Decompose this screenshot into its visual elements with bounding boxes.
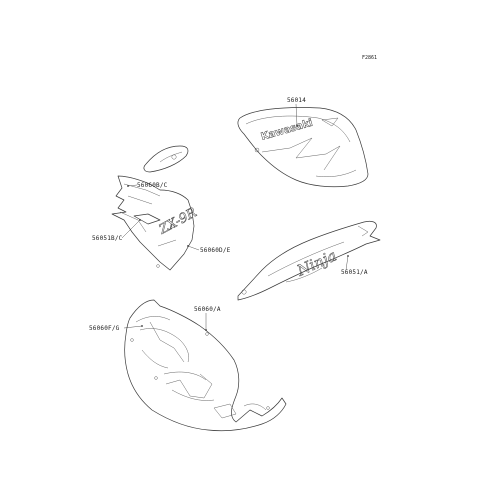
callout-56014: 56014 [287, 97, 306, 104]
tank-logo-text: Kawasaki [260, 118, 314, 143]
callout-56051-a: 56051/A [341, 269, 368, 276]
fuel-tank-decal: Kawasaki [237, 107, 369, 188]
callout-56060-a: 56060/A [194, 306, 221, 313]
callout-56060d-e: 56060D/E [200, 247, 231, 254]
callout-56060b-c: 56060B/C [137, 182, 168, 189]
callout-56051b-c: 56051B/C [92, 235, 123, 242]
lower-cowl-decals [124, 299, 287, 432]
side-cover-decal: Ninja [237, 220, 381, 301]
upper-cowl-decals: ZX-9R [111, 145, 200, 271]
side-logo-text: Ninja [293, 246, 339, 280]
figure-reference: F2861 [362, 55, 377, 61]
callout-56060f-g: 56060F/G [89, 325, 120, 332]
